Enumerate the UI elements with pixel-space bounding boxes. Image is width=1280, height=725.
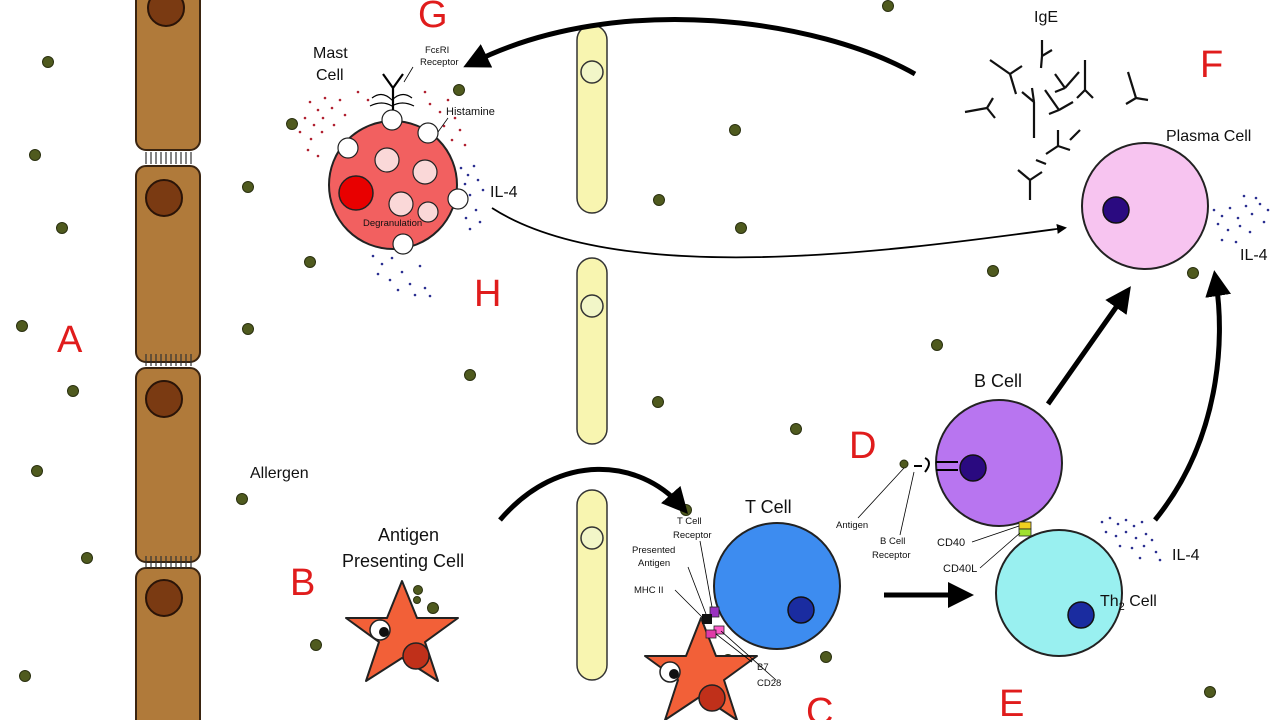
th2-cell xyxy=(995,516,1162,657)
epithelial-cell xyxy=(135,0,201,151)
synapse-pointers xyxy=(674,540,777,681)
tcr-label-line2: Receptor xyxy=(673,530,712,541)
il4-dots-th2 xyxy=(1100,516,1162,562)
stage-letter-b: B xyxy=(290,562,315,604)
apc-bound xyxy=(644,617,758,721)
plasma-cell-label: Plasma Cell xyxy=(1166,128,1251,145)
degranulation-pores xyxy=(337,109,469,255)
fceri-label-line2: Receptor xyxy=(420,57,459,68)
cd28-label: CD28 xyxy=(757,678,781,689)
histamine-pointer xyxy=(437,117,449,133)
tight-junctions xyxy=(145,152,192,568)
granules xyxy=(374,147,439,223)
stage-letter-c: C xyxy=(806,691,833,720)
presented-label-line2: Antigen xyxy=(638,558,670,569)
stage-letter-d: D xyxy=(849,425,876,467)
b-cell-label: B Cell xyxy=(974,371,1022,391)
il4-plasma-label: IL-4 xyxy=(1240,247,1268,264)
cd40l-pointer xyxy=(979,532,1021,569)
b7-label: B7 xyxy=(757,662,769,673)
stage-letter-f: F xyxy=(1200,44,1223,86)
histamine-dots xyxy=(298,90,467,158)
arrow-apc-to-tcell xyxy=(498,466,688,522)
arrow-th2-to-plasma xyxy=(1153,270,1231,522)
epithelial-cell xyxy=(135,367,201,563)
cd40l-block xyxy=(1018,528,1032,537)
arrow-bcell-to-plasma xyxy=(1045,286,1131,406)
arrow-il4-to-plasma xyxy=(491,207,1067,259)
cd40-block xyxy=(1018,521,1032,530)
epithelial-cell xyxy=(135,567,201,725)
cd40l-label: CD40L xyxy=(943,563,977,575)
th2-cell-label: Th2 Cell xyxy=(1100,593,1157,613)
epithelium-column xyxy=(135,0,201,725)
immune-synapse xyxy=(702,606,725,639)
ige-receptor-icon xyxy=(369,73,415,110)
bcr-label-line2: Receptor xyxy=(872,550,911,561)
b-cell xyxy=(899,399,1063,527)
tcr-block xyxy=(709,606,720,618)
arrow-plasma-to-mast xyxy=(463,17,917,77)
pathway-arrows xyxy=(463,17,1231,608)
bcr-icon xyxy=(914,457,958,473)
t-cell xyxy=(713,522,841,650)
allergen-label: Allergen xyxy=(250,465,309,482)
epithelial-cell xyxy=(135,165,201,363)
t-cell-label: T Cell xyxy=(745,497,792,517)
vessel-segments xyxy=(576,24,608,681)
bcr-label-line1: B Cell xyxy=(880,536,905,547)
degranulation-label: Degranulation xyxy=(363,218,422,229)
stage-letter-h: H xyxy=(474,273,501,315)
mhc2-block xyxy=(702,614,712,624)
vessel-segment xyxy=(576,257,608,445)
il4-th2-label: IL-4 xyxy=(1172,547,1200,564)
antigen-pointer xyxy=(857,467,905,519)
cd40-label: CD40 xyxy=(937,537,965,549)
mast-cell-label-line1: Mast xyxy=(313,45,348,62)
stage-letter-g: G xyxy=(418,0,448,36)
mhc2-label: MHC II xyxy=(634,585,664,596)
fceri-pointer xyxy=(403,66,414,83)
cd40-pointer xyxy=(971,525,1020,543)
apc-label-line1: Antigen xyxy=(378,525,439,545)
vessel-segment xyxy=(576,489,608,681)
bcr-pointer xyxy=(899,471,915,536)
il4-dots-plasma xyxy=(1212,194,1270,244)
plasma-cell xyxy=(1081,142,1270,270)
vessel-segment xyxy=(576,24,608,214)
mast-cell xyxy=(298,73,485,298)
stage-letter-a: A xyxy=(57,319,83,361)
ige-label: IgE xyxy=(1034,9,1058,26)
histamine-label: Histamine xyxy=(446,106,495,118)
antigen-label: Antigen xyxy=(836,520,868,531)
il4-mast-label: IL-4 xyxy=(490,184,518,201)
mast-cell-label-line2: Cell xyxy=(316,67,344,84)
allergen-particles xyxy=(16,0,1216,698)
presented-label-line1: Presented xyxy=(632,545,675,556)
il4-dots-mast xyxy=(371,164,485,298)
antigen-presenting-cell xyxy=(345,580,459,682)
tcr-label-line1: T Cell xyxy=(677,516,702,527)
apc-label-line2: Presenting Cell xyxy=(342,551,464,571)
fceri-label-line1: FcεRI xyxy=(425,45,449,56)
b7-block xyxy=(705,629,717,639)
ige-antibodies xyxy=(964,40,1149,200)
stage-letter-e: E xyxy=(999,683,1024,720)
